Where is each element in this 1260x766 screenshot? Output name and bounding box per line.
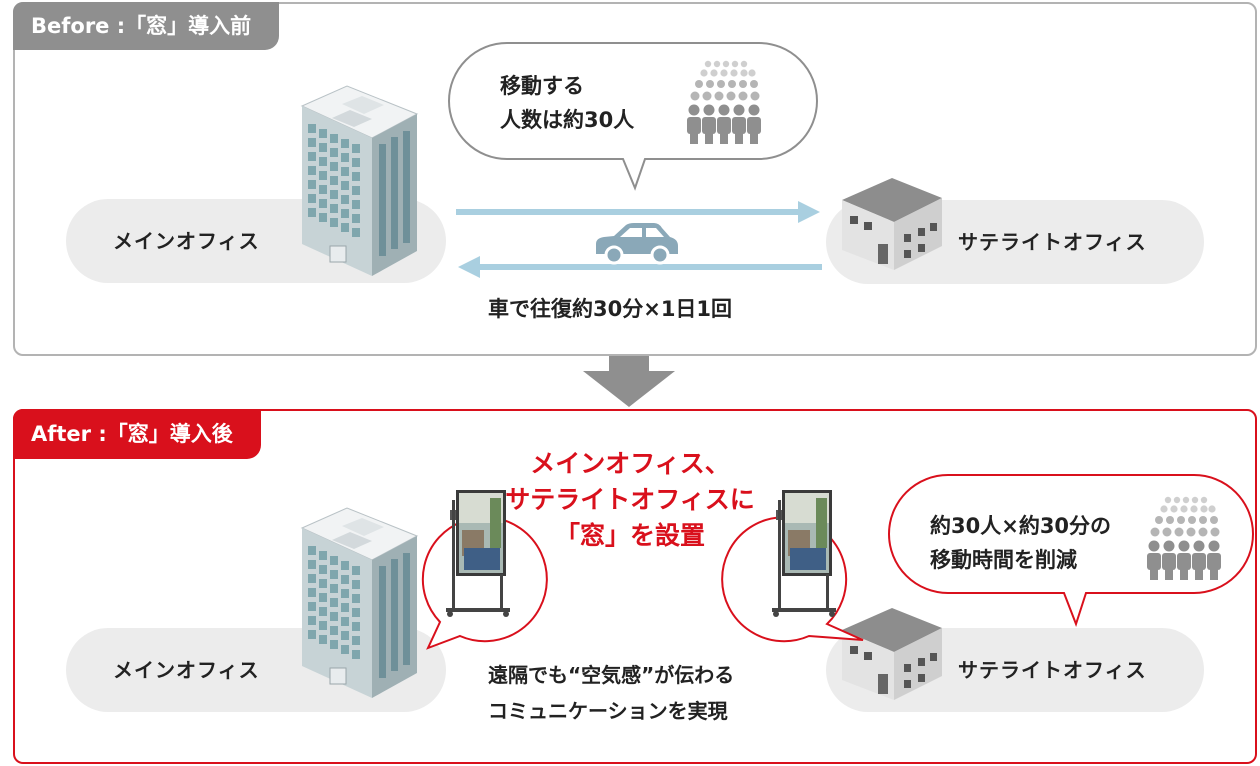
after-caption-line1: 遠隔でも“空気感”が伝わる [488, 663, 735, 687]
after-tab: After :「窓」導入後 [13, 409, 261, 459]
before-tab: Before :「窓」導入前 [13, 2, 280, 50]
satellite-house-icon [842, 178, 942, 270]
headline-line3: 「窓」を設置 [554, 521, 705, 550]
office-building-icon [301, 85, 418, 277]
headline-line1: メインオフィス、 [530, 449, 730, 478]
crowd-icon [687, 60, 761, 144]
after-speech-bubble [888, 474, 1254, 627]
before-bubble-line2: 人数は約30人 [500, 108, 635, 132]
down-arrow-icon [583, 356, 675, 407]
after-bubble-line2: 移動時間を削減 [930, 548, 1077, 572]
to-main-arrow [458, 256, 822, 278]
before-bubble-line1: 移動する [500, 74, 584, 98]
after-headline: メインオフィス、 サテライトオフィスに 「窓」を設置 [420, 446, 840, 554]
before-satellite-office-label: サテライトオフィス [958, 230, 1147, 254]
car-icon [596, 223, 678, 265]
after-bubble-line1: 約30人×約30分の [930, 514, 1112, 538]
crowd-icon [1147, 496, 1221, 580]
after-main-office-label: メインオフィス [113, 658, 260, 682]
after-satellite-office-label: サテライトオフィス [958, 658, 1147, 682]
after-caption-line2: コミュニケーションを実現 [488, 699, 728, 723]
headline-line2: サテライトオフィスに [505, 485, 755, 514]
before-main-office-label: メインオフィス [113, 229, 260, 253]
to-satellite-arrow [456, 201, 820, 223]
commute-caption: 車で往復約30分×1日1回 [488, 297, 733, 321]
before-speech-bubble [448, 42, 818, 191]
office-building-icon [301, 507, 418, 699]
